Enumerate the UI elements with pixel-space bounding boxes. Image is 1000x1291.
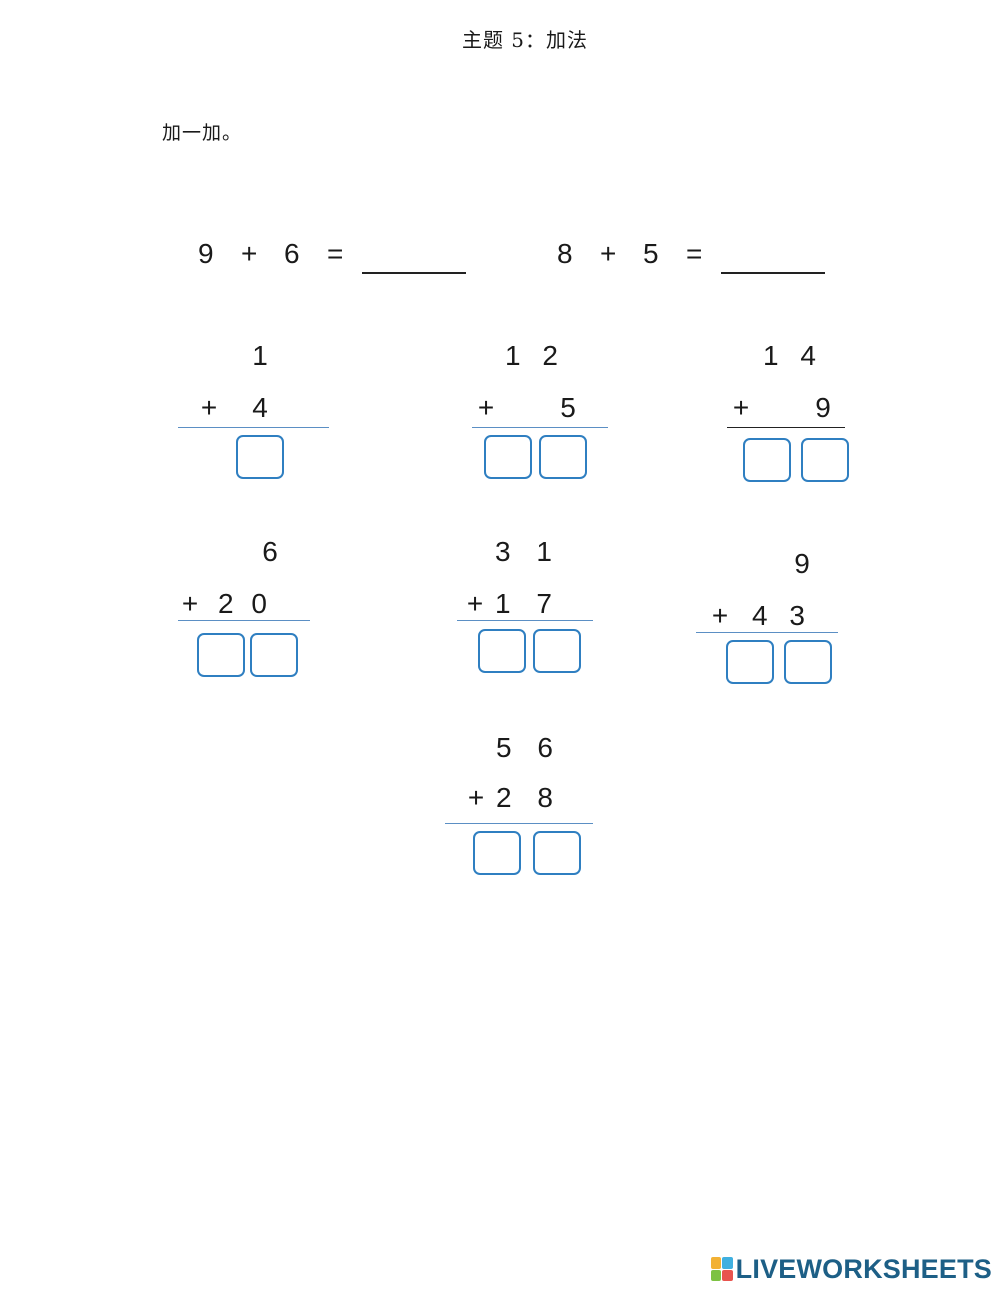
problem-2-top-number: 1 2 xyxy=(505,340,558,371)
problem-3-tens-answer-box[interactable] xyxy=(743,438,791,482)
vertical-problem-1: 1 + 4 xyxy=(178,338,358,498)
problem-7-ones-answer-box[interactable] xyxy=(533,831,581,875)
problem-1-sum-line xyxy=(178,427,329,428)
instruction-text: 加一加。 xyxy=(162,122,243,144)
vertical-problem-4: 6 + 2 0 xyxy=(178,534,358,694)
problem-6-plus-sign: + xyxy=(711,600,729,631)
problem-3-top-number: 1 4 xyxy=(763,340,816,371)
problem-5-plus-sign: + xyxy=(466,588,484,619)
equation-1-addend-a: 9 xyxy=(198,238,214,269)
problem-1-top-number: 1 xyxy=(252,340,268,371)
problem-6-tens-answer-box[interactable] xyxy=(726,640,774,684)
equation-1-plus-sign: + xyxy=(241,238,258,269)
vertical-problem-6: 9 + 4 3 xyxy=(696,546,876,706)
equation-2-addend-a: 8 xyxy=(557,238,573,269)
problem-4-tens-answer-box[interactable] xyxy=(197,633,245,677)
problem-7-top-number: 5 6 xyxy=(496,732,553,763)
equation-2-answer-line xyxy=(721,237,829,274)
equation-1-answer-input[interactable] xyxy=(362,237,470,270)
problem-5-sum-line xyxy=(457,620,593,621)
problem-7-bottom-number: 2 8 xyxy=(496,782,553,813)
problem-1-plus-sign: + xyxy=(200,392,218,423)
equation-2: 8 + 5 = xyxy=(557,237,837,278)
problem-2-sum-line xyxy=(472,427,608,428)
problem-7-sum-line xyxy=(445,823,593,824)
vertical-problem-5: 3 1 + 1 7 xyxy=(457,534,637,694)
liveworksheets-wordmark: LIVEWORKSHEETS xyxy=(735,1253,992,1284)
equation-1: 9 + 6 = xyxy=(198,237,478,278)
problem-6-top-number: 9 xyxy=(794,548,810,579)
problem-4-bottom-number: 2 0 xyxy=(218,588,267,619)
problem-3-bottom-number: 9 xyxy=(815,392,831,423)
problem-5-top-number: 3 1 xyxy=(495,536,552,567)
equation-1-equals-sign: = xyxy=(327,238,344,269)
problem-4-plus-sign: + xyxy=(181,588,199,619)
equation-2-addend-b: 5 xyxy=(643,238,659,269)
problem-2-bottom-number: 5 xyxy=(560,392,576,423)
page-title: 主题 5：加法 xyxy=(461,28,589,52)
equation-2-equals-sign: = xyxy=(686,238,703,269)
problem-6-sum-line xyxy=(696,632,838,633)
equation-1-addend-b: 6 xyxy=(284,238,300,269)
problem-6-ones-answer-box[interactable] xyxy=(784,640,832,684)
problem-1-bottom-number: 4 xyxy=(252,392,268,423)
vertical-problem-2: 1 2 + 5 xyxy=(472,338,652,498)
problem-7-plus-sign: + xyxy=(467,782,485,813)
problem-2-plus-sign: + xyxy=(477,392,495,423)
liveworksheets-logo-icon xyxy=(710,1257,733,1281)
problem-5-bottom-number: 1 7 xyxy=(495,588,552,619)
vertical-problem-3: 1 4 + 9 xyxy=(727,338,907,498)
problem-3-sum-line xyxy=(727,427,845,428)
vertical-problem-7: 5 6 + 2 8 xyxy=(445,730,625,890)
equation-2-answer-input[interactable] xyxy=(721,237,829,270)
problem-7-tens-answer-box[interactable] xyxy=(473,831,521,875)
problem-1-ones-answer-box[interactable] xyxy=(236,435,284,479)
liveworksheets-logo: LIVEWORKSHEETS xyxy=(710,1253,992,1284)
problem-4-top-number: 6 xyxy=(262,536,278,567)
equation-1-answer-line xyxy=(362,237,470,274)
problem-2-tens-answer-box[interactable] xyxy=(484,435,532,479)
problem-4-ones-answer-box[interactable] xyxy=(250,633,298,677)
problem-5-ones-answer-box[interactable] xyxy=(533,629,581,673)
problem-4-sum-line xyxy=(178,620,310,621)
problem-3-plus-sign: + xyxy=(732,392,750,423)
problem-2-ones-answer-box[interactable] xyxy=(539,435,587,479)
problem-3-ones-answer-box[interactable] xyxy=(801,438,849,482)
problem-5-tens-answer-box[interactable] xyxy=(478,629,526,673)
problem-6-bottom-number: 4 3 xyxy=(752,600,805,631)
equation-2-plus-sign: + xyxy=(600,238,617,269)
